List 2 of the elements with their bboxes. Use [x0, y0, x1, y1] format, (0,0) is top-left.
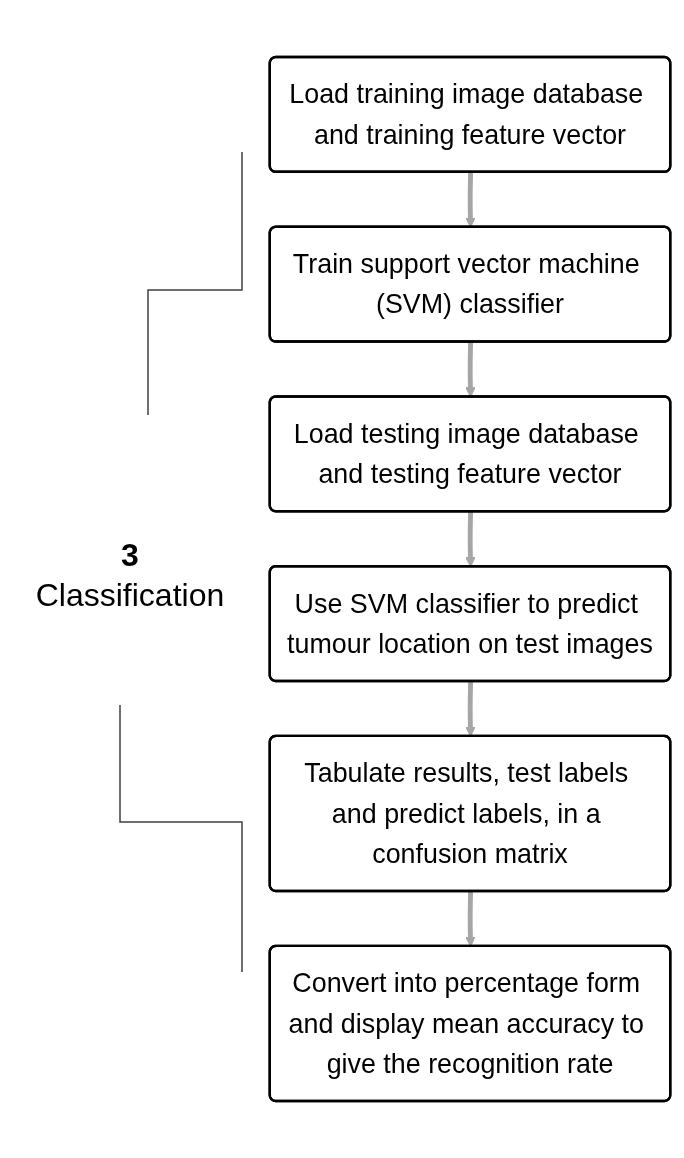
- section-number: 3: [121, 536, 139, 575]
- section-label: Classification: [35, 576, 225, 615]
